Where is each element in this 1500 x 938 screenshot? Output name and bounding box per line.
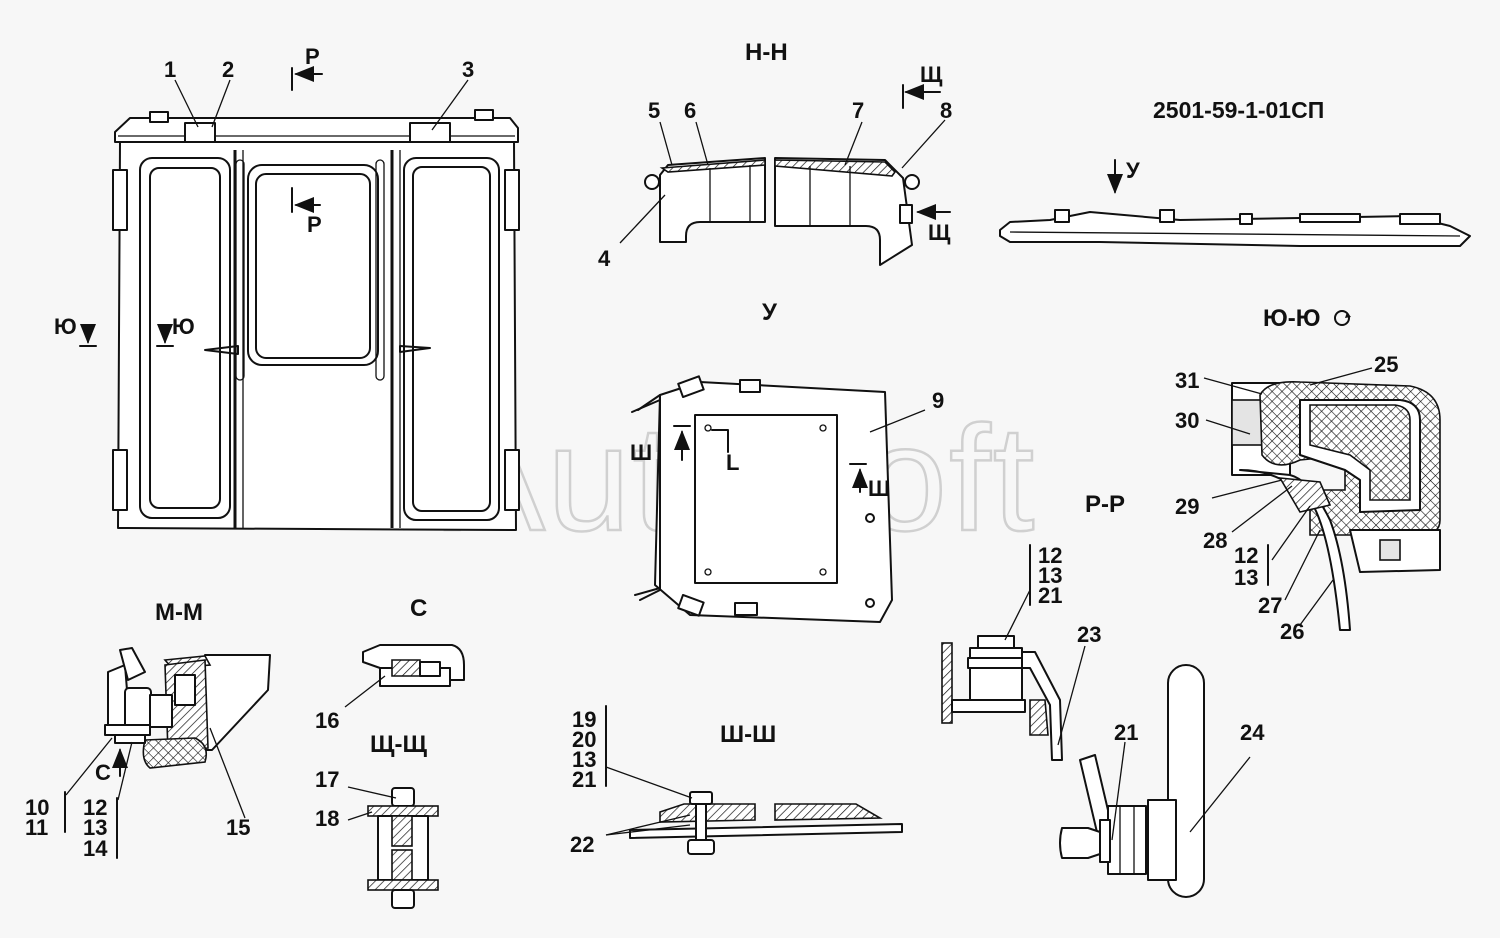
callout-31: 31 — [1175, 368, 1199, 393]
latch-detail-view — [1059, 664, 1251, 898]
callout-21-sh: 21 — [572, 767, 596, 792]
section-title-shch: Щ-Щ — [370, 731, 427, 758]
callout-8: 8 — [940, 98, 952, 123]
section-marker-yu-left: Ю — [54, 314, 77, 339]
callout-19: 19 — [572, 707, 596, 732]
callout-7: 7 — [852, 98, 864, 123]
section-marker-p-top: Р — [305, 44, 320, 69]
callout-12-yu: 12 — [1234, 543, 1258, 568]
section-marker-yu-right: Ю — [172, 314, 195, 339]
callout-1: 1 — [164, 57, 176, 82]
section-nn-view — [619, 84, 951, 266]
profile-bar-view — [999, 159, 1471, 247]
section-yuyu-view — [1203, 367, 1441, 631]
callout-6: 6 — [684, 98, 696, 123]
callout-24: 24 — [1240, 720, 1265, 745]
callout-12-rr: 12 — [1038, 543, 1062, 568]
section-marker-sh-right: Ш — [868, 476, 890, 501]
section-marker-c: С — [95, 760, 111, 785]
callout-27: 27 — [1258, 593, 1282, 618]
callout-4: 4 — [598, 246, 611, 271]
callout-29: 29 — [1175, 494, 1199, 519]
callout-16: 16 — [315, 708, 339, 733]
callout-25: 25 — [1374, 352, 1398, 377]
callout-13-mm: 13 — [83, 815, 107, 840]
callout-13-yu: 13 — [1234, 565, 1258, 590]
callout-21-rr: 21 — [1038, 583, 1062, 608]
callout-13-rr: 13 — [1038, 563, 1062, 588]
section-title-u: У — [762, 299, 778, 326]
callout-13-sh: 13 — [572, 747, 596, 772]
callout-20: 20 — [572, 727, 596, 752]
section-marker-sh-left: Ш — [630, 440, 652, 465]
section-marker-p-mid: Р — [307, 212, 322, 237]
section-shch-view — [347, 786, 439, 909]
callout-23: 23 — [1077, 622, 1101, 647]
callout-21-latch: 21 — [1114, 720, 1138, 745]
callout-12-mm: 12 — [83, 795, 107, 820]
callout-18: 18 — [315, 806, 339, 831]
callout-9: 9 — [932, 388, 944, 413]
callout-22: 22 — [570, 832, 594, 857]
callout-28: 28 — [1203, 528, 1227, 553]
section-rr-view — [941, 544, 1086, 761]
section-marker-shch-top: Щ — [920, 62, 943, 87]
section-marker-u-arrow: У — [1126, 158, 1140, 183]
callout-30: 30 — [1175, 408, 1199, 433]
section-title-sh: Ш-Ш — [720, 721, 776, 748]
callout-5: 5 — [648, 98, 660, 123]
callout-3: 3 — [462, 57, 474, 82]
rotate-symbol-icon — [1334, 310, 1351, 326]
callout-10: 10 — [25, 795, 49, 820]
section-marker-shch-bottom: Щ — [928, 220, 951, 245]
main-frame-view — [79, 66, 520, 531]
section-title-rr: Р-Р — [1085, 491, 1125, 518]
document-code: 2501-59-1-01СП — [1153, 97, 1324, 123]
section-c-view — [344, 644, 465, 708]
callout-2: 2 — [222, 57, 234, 82]
callout-17: 17 — [315, 767, 339, 792]
section-marker-l: L — [726, 450, 739, 475]
section-mm-view — [64, 647, 271, 859]
section-title-mm: М-М — [155, 599, 203, 626]
callout-26: 26 — [1280, 619, 1304, 644]
callout-15: 15 — [226, 815, 250, 840]
section-sh-view — [605, 705, 903, 855]
section-title-yuyu: Ю-Ю — [1263, 305, 1321, 332]
section-title-nn: Н-Н — [745, 39, 788, 66]
section-title-c: С — [410, 595, 427, 622]
callout-11: 11 — [25, 815, 48, 840]
view-u — [631, 375, 926, 623]
callout-14: 14 — [83, 836, 108, 861]
